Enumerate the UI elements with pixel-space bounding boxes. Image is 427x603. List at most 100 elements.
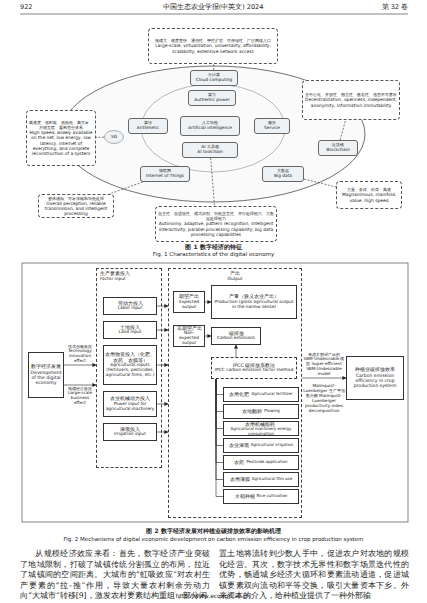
header-rule	[20, 14, 408, 15]
callout-box: 高速度、低时延、低能耗、高可靠、万物互联、重构完全体系High speed, w…	[26, 110, 96, 166]
node-text: 农用薄膜	[230, 477, 250, 482]
node-text: Agricultural machinery energy consumptio…	[225, 427, 297, 436]
node-text: Large-scale, virtualization, universalit…	[151, 43, 275, 53]
node-text: 农用物资投入（化肥、农药、农膜等）	[105, 352, 155, 363]
text-label: 中国生态农业学报(中英文) 2024	[113, 4, 313, 12]
node-text: IPCC carbon emission factor method	[215, 368, 293, 373]
edge-label: 技术创新效应 Technology innovation effect	[65, 345, 95, 364]
node-text: Irrigation input	[114, 432, 146, 437]
node-text: High speed, widely available on the net,…	[29, 130, 93, 155]
edge-label: 考虑非期望产出的 SBM-Undesirable 模型 Super-effici…	[303, 353, 345, 377]
callout-box: 自主性、自适应性、模式识别、智能交互性、并行处理能力、大数据处理能力Autono…	[155, 206, 277, 242]
node-text: Big data	[274, 174, 292, 179]
node-text: 种植业碳排放效率	[355, 367, 395, 372]
node-text: 去中心化、开放性、独立性、匿名性、信息不可篡改	[305, 92, 397, 97]
process-box: 期望产出Expected output	[173, 291, 205, 313]
connector	[340, 120, 345, 140]
connector	[157, 404, 168, 405]
text-label: http://www.ecoagri.ac.cn	[113, 592, 313, 599]
key-box: 数字经济发展Development of the digital economy	[28, 352, 64, 398]
text-label: 第 32 卷	[358, 4, 408, 12]
icon-node: AI 工具箱AI toolchain	[182, 142, 238, 158]
node-text: Authentic power	[194, 98, 229, 103]
connector	[157, 330, 168, 331]
node-text: Internet of Things	[146, 174, 184, 179]
node-text: Output	[228, 277, 243, 282]
node-text: Agricultural inputs (fertilizers, pestic…	[105, 363, 155, 378]
connector	[64, 365, 96, 366]
callout-box: 整体感知、可靠传输和智能处理Overall perception, reliab…	[38, 194, 114, 218]
connector	[216, 379, 223, 429]
node-text: Carbon emissions	[217, 336, 255, 341]
source-box: 农用化肥Agricultural fertilizer	[223, 387, 299, 402]
text-label: 图 2 数字经济发展对种植业碳排放效率的影响机理	[40, 527, 387, 534]
node-text: 农药	[234, 460, 244, 465]
text-label: 图 1 数字经济的特征	[60, 243, 367, 250]
node-text: 大量、多样、价值、高速	[347, 187, 391, 192]
node-text: Agricultural film use	[252, 477, 292, 481]
process-box: 农业机械动力投入Power input for agricultural mac…	[103, 391, 157, 417]
node-text: 农业灌溉	[229, 443, 249, 448]
connector	[211, 158, 215, 206]
figure-frame	[22, 263, 408, 522]
icon-node: 人工智能Artificial intelligence	[180, 116, 240, 136]
node-text: 整体感知、可靠传输和智能处理	[48, 196, 104, 201]
method-box: IPCC 碳排放系数法IPCC carbon emission factor m…	[211, 357, 297, 379]
connector	[302, 378, 346, 379]
connector	[304, 179, 336, 187]
group-box: 生产要素投入Factor input劳动力投入Labor input土地投入La…	[96, 268, 162, 468]
node-text: Development of the digital economy	[30, 370, 62, 386]
node-text: 自主性、自适应性、模式识别、智能交互性、并行处理能力、大数据处理能力	[158, 211, 274, 221]
source-box: 农药Pesticide application	[223, 455, 299, 470]
node-text: 5G	[111, 135, 117, 140]
process-box: 农用物资投入（化肥、农药、农膜等）Agricultural inputs (fe…	[103, 345, 157, 385]
process-box: 碳排放Carbon emissions	[211, 327, 261, 345]
icon-node: 区块链Blockchain	[318, 140, 358, 156]
node-text: 水稻种植	[235, 494, 255, 499]
connector	[157, 306, 168, 307]
icon-node: 5G	[104, 130, 124, 144]
source-box: 水稻种植Rice cultivation	[223, 489, 299, 504]
node-text: Artificial intelligence	[188, 126, 232, 131]
icon-node: 物联网Internet of Things	[140, 166, 190, 182]
callout-box: 去中心化、开放性、独立性、匿名性、信息不可篡改Decentralization,…	[302, 80, 400, 120]
edge-label: 规模经济效应 Large-scale business effect	[65, 387, 95, 406]
circle-shape	[105, 131, 124, 144]
connector	[109, 182, 142, 194]
node-text: Autonomy, adaptive, pattern recognition,…	[158, 221, 274, 236]
node-text: Rice cultivation	[257, 494, 288, 498]
node-text: Land input	[119, 330, 142, 335]
source-box: 农用薄膜Agricultural film use	[223, 472, 299, 487]
node-text: 农用化肥	[229, 392, 249, 397]
process-box: 产量（狭义农业产出）Production (gross agricultural…	[211, 285, 297, 319]
icon-node: 大数据Big data	[262, 166, 304, 182]
icon-node: 算法Arithmetic	[128, 118, 168, 134]
node-text: 高速度、低时延、低能耗、高可靠、万物互联、重构完全体系	[29, 120, 93, 130]
text-label: Fig. 1 Characteristics of the digital ec…	[60, 251, 367, 258]
node-text: 规模大、速度更快、通用性、弹性扩容、可伸缩性、广泛网络入口	[155, 38, 271, 43]
node-text: Expected output	[175, 300, 203, 310]
node-text: Pesticide application	[246, 460, 287, 464]
connector	[216, 379, 223, 395]
node-text: 农地翻耕	[242, 409, 262, 414]
source-box: 农业灌溉Agricultural irrigation	[223, 438, 299, 453]
node-text: Agricultural fertilizer	[251, 392, 292, 396]
icon-node: 云计算Cloud computing	[190, 70, 238, 86]
icon-node: 算力Authentic power	[188, 90, 236, 106]
process-box: 劳动力投入Labor input	[103, 297, 157, 315]
connector	[236, 345, 237, 357]
key-box: 种植业碳排放效率Carbon emission efficiency in cr…	[346, 356, 404, 400]
node-text: Magnanimous, manifold, value, high speed	[339, 192, 399, 202]
callout-box: 规模大、速度更快、通用性、弹性扩容、可伸缩性、广泛网络入口Large-scale…	[148, 28, 278, 64]
connector	[157, 432, 168, 433]
node-text: Plowing	[264, 409, 279, 413]
connector	[96, 137, 104, 138]
node-text: Carbon emission efficiency in crop produ…	[348, 373, 402, 389]
connector	[216, 379, 223, 446]
connector	[157, 365, 168, 366]
group-box: 产出Output期望产出Expected output产量（狭义农业产出）Pro…	[168, 268, 302, 518]
node-text: Labor input	[118, 306, 143, 311]
callout-box: 大量、多样、价值、高速Magnanimous, manifold, value,…	[336, 181, 402, 209]
process-box: 土地投入Land input	[103, 321, 157, 339]
